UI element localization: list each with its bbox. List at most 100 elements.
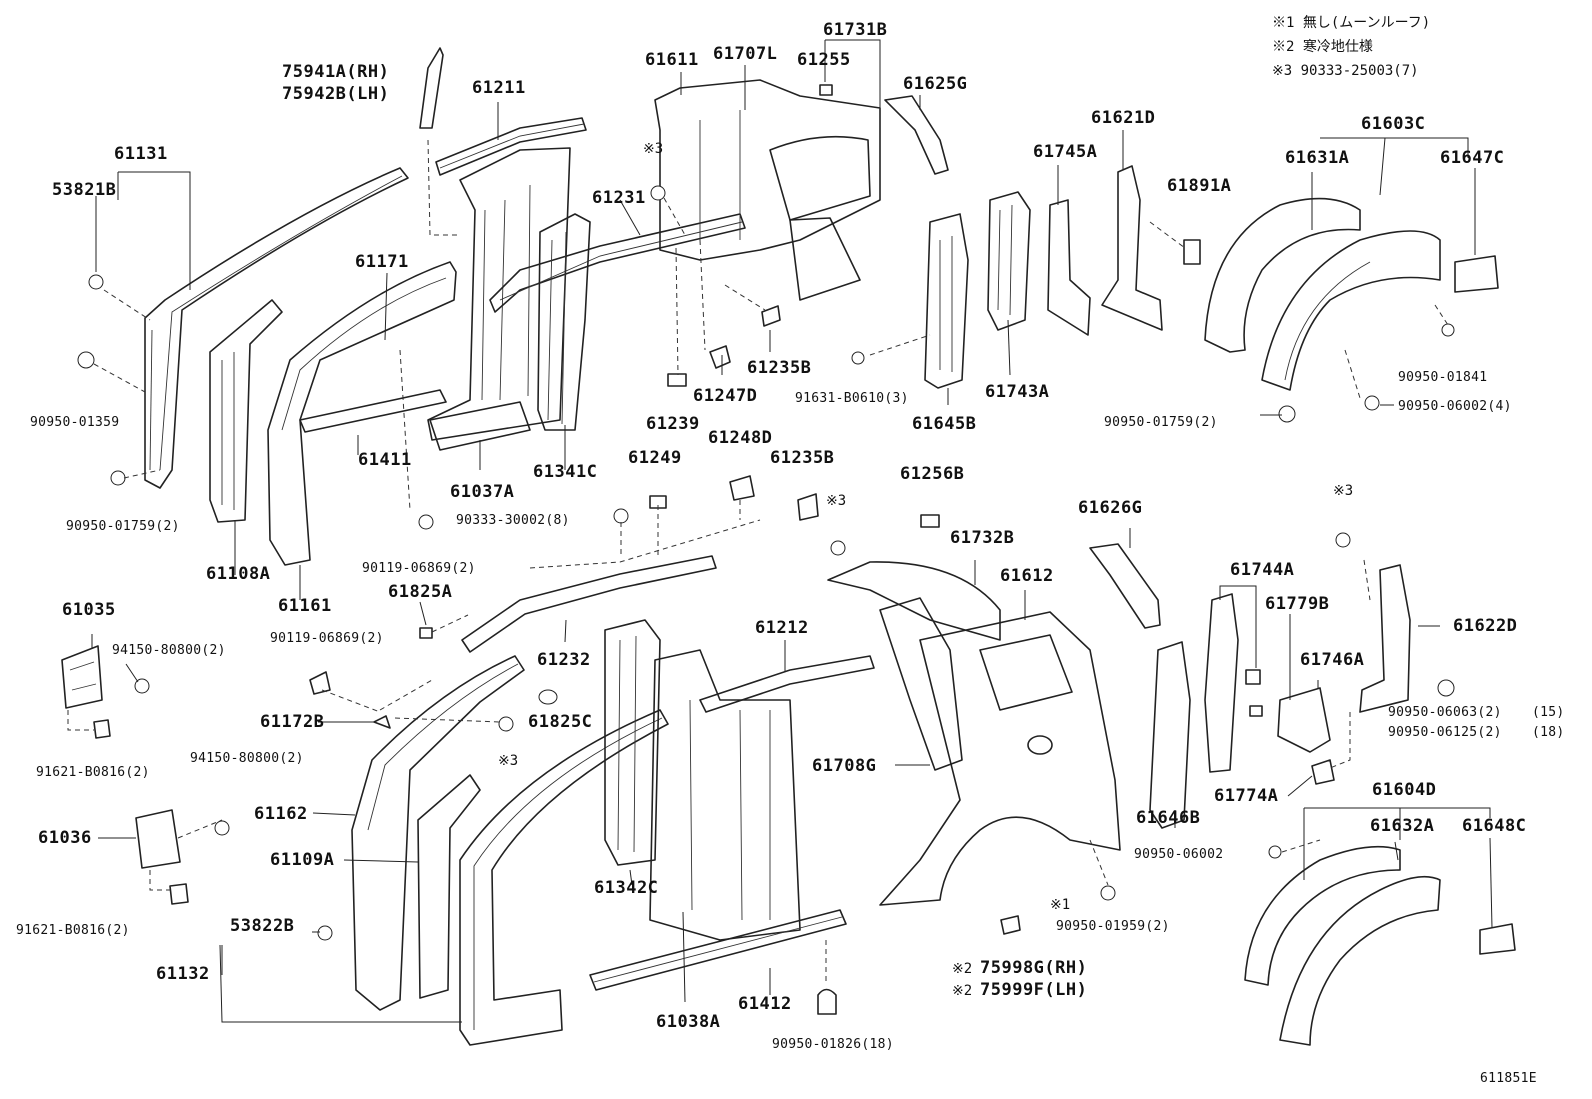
- part-label-61235b-lower: 61235B: [770, 448, 835, 468]
- part-61038a-center-pillar-assy: [649, 649, 801, 941]
- part-label-61708g: 61708G: [812, 756, 877, 776]
- part-label-61249: 61249: [628, 448, 682, 468]
- part-label-61611: 61611: [645, 50, 699, 70]
- part-label-90950-06125: 90950-06125(2): [1388, 725, 1502, 740]
- part-label-53822b: 53822B: [230, 916, 295, 936]
- part-label-94150-80800-upper: 94150-80800(2): [112, 643, 226, 658]
- part-label-61622d: 61622D: [1453, 616, 1518, 636]
- part-61611-quarter-upper: [654, 79, 881, 261]
- part-label-75942b: 75942B(LH): [282, 84, 390, 104]
- part-label-91621-b0816-upper: 91621-B0816(2): [36, 765, 150, 780]
- part-61036-bracket: [135, 809, 181, 869]
- part-61625g-extension: [884, 95, 949, 175]
- part-label-61745a: 61745A: [1033, 142, 1098, 162]
- part-61744a-panel: [1204, 593, 1263, 773]
- part-label-94150-80800-lower: 94150-80800(2): [190, 751, 304, 766]
- part-label-90950-01959: 90950-01959(2): [1056, 919, 1170, 934]
- part-label-61825c: 61825C: [528, 712, 593, 732]
- part-label-90333-30002: 90333-30002(8): [456, 513, 570, 528]
- part-61647c-bracket: [1454, 255, 1499, 293]
- part-label-61131: 61131: [114, 144, 168, 164]
- part-label-61108a: 61108A: [206, 564, 271, 584]
- part-61774a-bracket: [1311, 759, 1335, 785]
- note-ref-2a: ※2: [952, 961, 973, 977]
- part-label-91621-b0816-lower: 91621-B0816(2): [16, 923, 130, 938]
- part-61648c-bracket: [1479, 923, 1516, 955]
- part-label-75999f: 75999F(LH): [980, 980, 1088, 1000]
- part-label-61412: 61412: [738, 994, 792, 1014]
- part-label-75998g: 75998G(RH): [980, 958, 1088, 978]
- part-label-90950-06002: 90950-06002: [1134, 847, 1224, 862]
- part-61745a-extension: [1047, 199, 1091, 336]
- note-1: ※1 無し(ムーンルーフ): [1272, 15, 1431, 31]
- part-label-91631-b0610: 91631-B0610(3): [795, 391, 909, 406]
- part-label-61632a: 61632A: [1370, 816, 1435, 836]
- part-label-61631a: 61631A: [1285, 148, 1350, 168]
- part-61109a-pillar-inner: [417, 774, 481, 999]
- part-label-61109a: 61109A: [270, 850, 335, 870]
- part-label-61647c: 61647C: [1440, 148, 1505, 168]
- part-label-61645b: 61645B: [912, 414, 977, 434]
- part-61626g-extension: [1089, 543, 1161, 629]
- part-61132-front-pillar-outer: [459, 709, 669, 1046]
- part-label-90950-01759-left: 90950-01759(2): [66, 519, 180, 534]
- part-label-61743a: 61743A: [985, 382, 1050, 402]
- part-label-61707l: 61707L: [713, 44, 778, 64]
- part-61161-pillar: [267, 261, 457, 566]
- part-label-61612: 61612: [1000, 566, 1054, 586]
- part-label-61248d: 61248D: [708, 428, 773, 448]
- part-label-61212: 61212: [755, 618, 809, 638]
- part-label-61731b: 61731B: [823, 20, 888, 40]
- part-label-61779b: 61779B: [1265, 594, 1330, 614]
- part-label-61255: 61255: [797, 50, 851, 70]
- part-label-53821b: 53821B: [52, 180, 117, 200]
- part-label-61626g: 61626G: [1078, 498, 1143, 518]
- part-label-61744a: 61744A: [1230, 560, 1295, 580]
- part-label-61161: 61161: [278, 596, 332, 616]
- part-label-61825a: 61825A: [388, 582, 453, 602]
- note-ref-2b: ※2: [952, 983, 973, 999]
- part-label-90950-01759-rear: 90950-01759(2): [1104, 415, 1218, 430]
- part-label-90950-06125-qty: (18): [1532, 725, 1565, 740]
- part-61621d-pillar: [1101, 165, 1163, 331]
- diagram-code: 611851E: [1480, 1071, 1537, 1086]
- note-2: ※2 寒冷地仕様: [1272, 39, 1373, 55]
- fasteners-lower: [93, 627, 1455, 1015]
- part-label-90950-06002-4: 90950-06002(4): [1398, 399, 1512, 414]
- part-61632a-wheel-house: [1244, 845, 1441, 1046]
- part-label-61891a: 61891A: [1167, 176, 1232, 196]
- part-label-61646b: 61646B: [1136, 808, 1201, 828]
- part-label-75941a: 75941A(RH): [282, 62, 390, 82]
- note-ref-3c: ※3: [1333, 483, 1354, 499]
- part-label-61162: 61162: [254, 804, 308, 824]
- part-61211-roof-rail: [435, 117, 587, 176]
- part-label-90950-01826: 90950-01826(18): [772, 1037, 894, 1052]
- part-61341c-center-pillar-inner: [537, 213, 591, 431]
- fasteners-upper: [77, 84, 1455, 556]
- part-label-61604d: 61604D: [1372, 780, 1437, 800]
- part-61411-rocker-rail: [299, 389, 447, 433]
- part-label-61342c: 61342C: [594, 878, 659, 898]
- part-label-61171: 61171: [355, 252, 409, 272]
- part-label-90950-06063: 90950-06063(2): [1388, 705, 1502, 720]
- part-label-61235b-upper: 61235B: [747, 358, 812, 378]
- part-61708g-panel: [879, 597, 963, 771]
- note-3: ※3 90333-25003(7): [1272, 63, 1419, 79]
- part-61732b-wheel-house-outer: [827, 561, 1001, 641]
- part-label-90950-01359: 90950-01359: [30, 415, 120, 430]
- part-label-61036: 61036: [38, 828, 92, 848]
- part-label-61247d: 61247D: [693, 386, 758, 406]
- part-61232-roof-rail: [461, 555, 717, 653]
- part-label-61035: 61035: [62, 600, 116, 620]
- part-label-61211: 61211: [472, 78, 526, 98]
- part-61631a-wheel-house: [1204, 197, 1441, 391]
- part-61746a-extension: [1277, 687, 1331, 753]
- part-61646b-panel: [1149, 641, 1191, 829]
- part-61612-quarter-panel: [879, 611, 1121, 906]
- part-label-61038a: 61038A: [656, 1012, 721, 1032]
- part-label-61132: 61132: [156, 964, 210, 984]
- leader-lines: [67, 39, 1493, 1023]
- part-label-61231: 61231: [592, 188, 646, 208]
